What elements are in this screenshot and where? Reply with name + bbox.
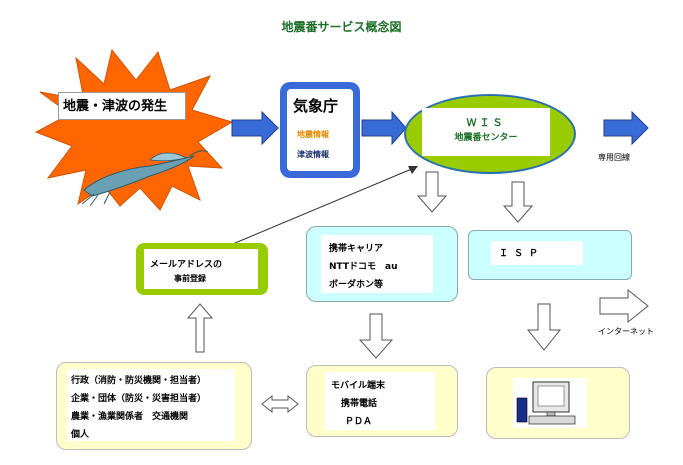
arrow-internet (599, 288, 649, 324)
arrow-event-to-jma (231, 110, 279, 146)
users-inner: 行政（消防・防災機関・担当者） 企業・団体（防災・災害担当者） 農業・漁業関係者… (67, 369, 235, 441)
wis-center-name: 地震番センター (454, 133, 518, 143)
earthquake-burst-shape (34, 48, 234, 211)
jma-box: 気象庁 地震情報 津波情報 (280, 82, 360, 178)
mobile-box: モバイル端末 携帯電話 ＰＤＡ (306, 365, 458, 437)
line-arrowhead (408, 166, 418, 174)
carrier-line-1: 携帯キャリア (329, 244, 384, 254)
isp-box: ＩＳＰ (468, 230, 632, 280)
arrow-wis-to-carrier (416, 171, 448, 213)
arrow-admin-mobile-bidirectional (261, 394, 299, 414)
event-label: 地震・津波の発生 (58, 92, 186, 120)
mail-registration-box: メールアドレスの 事前登録 (136, 243, 268, 295)
carrier-line-3: ボーダホン等 (329, 280, 384, 290)
users-line-3: 農業・漁業関係者 交通機関 (71, 412, 189, 422)
arrow-wis-to-dedicated-line (603, 110, 649, 146)
jma-name: 気象庁 (293, 97, 339, 115)
arrow-isp-to-pc (526, 303, 562, 351)
users-box: 行政（消防・防災機関・担当者） 企業・団体（防災・災害担当者） 農業・漁業関係者… (56, 362, 252, 450)
carrier-line-2: NTTドコモ au (329, 262, 398, 272)
jma-item-tsunami: 津波情報 (297, 150, 329, 159)
arrow-admin-to-mail (186, 303, 214, 353)
mobile-line-3: ＰＤＡ (345, 417, 373, 427)
mobile-line-1: モバイル端末 (331, 381, 386, 391)
mail-registration-line1: メールアドレスの (150, 260, 223, 270)
users-line-2: 企業・団体（防災・災害担当者） (71, 394, 207, 404)
isp-inner: ＩＳＰ (491, 241, 583, 265)
users-line-4: 個人 (71, 430, 90, 440)
arrow-wis-to-isp (502, 181, 534, 223)
catfish-icon (81, 150, 209, 207)
computer-icon (516, 381, 576, 425)
isp-label: ＩＳＰ (499, 249, 545, 259)
users-line-1: 行政（消防・防災機関・担当者） (71, 376, 207, 386)
mail-registration-inner: メールアドレスの 事前登録 (144, 249, 258, 289)
arrow-carrier-to-mobile (358, 313, 394, 359)
wis-center-label-box (422, 108, 550, 156)
mobile-inner: モバイル端末 携帯電話 ＰＤＡ (325, 372, 435, 430)
arrow-jma-to-wis (361, 110, 407, 146)
jma-inner: 気象庁 地震情報 津波情報 (287, 89, 353, 171)
internet-label: インターネット (598, 327, 654, 336)
jma-item-earthquake: 地震情報 (297, 130, 329, 139)
wis-name: ＷＩＳ (466, 118, 506, 129)
carrier-inner: 携帯キャリア NTTドコモ au ボーダホン等 (321, 235, 433, 293)
line-mail-to-wis (227, 167, 415, 247)
mobile-line-2: 携帯電話 (341, 399, 378, 409)
pc-inner (513, 378, 587, 428)
carrier-box: 携帯キャリア NTTドコモ au ボーダホン等 (306, 226, 458, 302)
pc-box (486, 367, 630, 439)
mail-registration-line2: 事前登録 (174, 274, 206, 283)
dedicated-line-label: 専用回線 (598, 153, 630, 162)
diagram-title: 地震番サービス概念図 (281, 20, 402, 34)
